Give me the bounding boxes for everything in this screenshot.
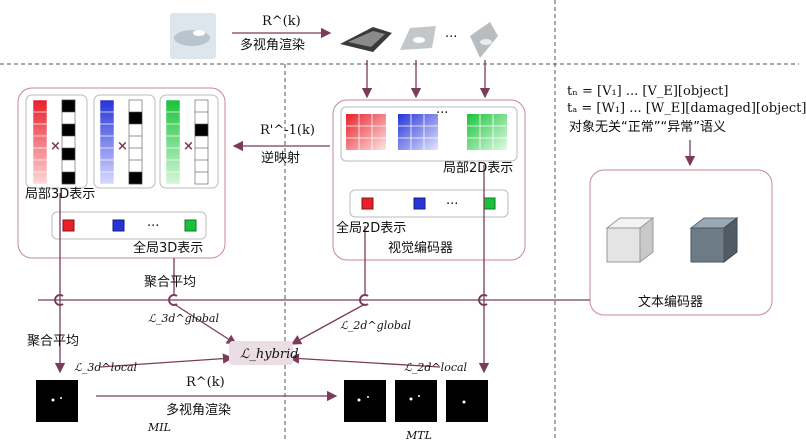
tn-prompt: tₙ = [V₁] ... [V_E][object] xyxy=(567,84,729,99)
mask-column-1 xyxy=(61,99,76,185)
rendered-view-2 xyxy=(400,26,436,50)
hybrid-loss: ℒ_hybrid xyxy=(240,347,299,362)
global2d-label: 全局2D表示 xyxy=(336,221,407,236)
global2d-blue-cube xyxy=(413,197,426,210)
mtl-mask-2 xyxy=(395,380,437,422)
times-op-3: × xyxy=(183,139,194,154)
mask-columns xyxy=(61,99,209,185)
semantic-note: 对象无关“正常”“异常”语义 xyxy=(569,120,726,135)
abnormal-text-cube xyxy=(689,216,739,264)
text-encoder-module xyxy=(589,169,773,316)
blue-feature-column xyxy=(99,99,115,185)
mtl-mask-3 xyxy=(446,380,488,422)
ta-prompt: tₐ = [W₁] ... [W_E][damaged][object] xyxy=(567,101,806,116)
global-2d-cubes xyxy=(361,197,496,210)
global-3d-strip xyxy=(51,211,207,240)
global2d-loss: ℒ_2d^global xyxy=(340,319,411,332)
local-2d-strip xyxy=(340,106,518,162)
global2d-ellipsis: ... xyxy=(446,193,459,208)
render-bottom-label: 多视角渲染 xyxy=(166,403,232,418)
normal-text-cube xyxy=(605,216,655,264)
global2d-red-cube xyxy=(361,197,374,210)
global2d-loss-arrow xyxy=(290,303,366,345)
global3d-ellipsis: ... xyxy=(147,215,160,230)
global2d-green-cube xyxy=(483,197,496,210)
global-3d-cubes xyxy=(62,219,197,232)
point-group-green xyxy=(159,94,219,189)
output-masks xyxy=(36,380,488,422)
green-feature-column xyxy=(165,99,181,185)
times-op-1: × xyxy=(50,139,61,154)
mtl-label: MTL xyxy=(406,429,432,442)
similarity-op-local3d xyxy=(54,294,64,306)
rendered-views xyxy=(340,22,498,58)
point-group-red xyxy=(25,94,88,189)
red-feature-column xyxy=(32,99,48,185)
local2d-green-grid xyxy=(467,114,507,150)
local-3d-module xyxy=(17,87,226,259)
local3d-loss-arrow xyxy=(99,353,234,368)
local2d-label: 局部2D表示 xyxy=(443,161,514,176)
render-top-symbol: R^(k) xyxy=(262,14,301,29)
global3d-loss-arrow xyxy=(173,303,238,345)
mtl-mask-1 xyxy=(344,380,386,422)
global3d-blue-cube xyxy=(112,219,125,232)
point-group-blue xyxy=(93,94,156,189)
text-encoder-label: 文本编码器 xyxy=(638,295,704,310)
mask-column-2 xyxy=(128,99,143,185)
global-2d-strip xyxy=(349,189,509,218)
hybrid-loss-box xyxy=(229,341,293,365)
global3d-label: 全局3D表示 xyxy=(133,241,204,256)
similarity-op-global2d xyxy=(359,294,369,306)
local3d-loss: ℒ_3d^local xyxy=(74,361,138,374)
source-object-image xyxy=(170,13,216,59)
local-2d-module xyxy=(332,99,526,261)
local2d-loss: ℒ_2d^local xyxy=(404,361,468,374)
agg-avg-top: 聚合平均 xyxy=(144,275,197,290)
local2d-loss-arrow xyxy=(288,353,441,368)
render-bottom-symbol: R^(k) xyxy=(186,375,225,390)
render-top-label: 多视角渲染 xyxy=(240,38,306,53)
mil-mask xyxy=(36,380,78,422)
local2d-red-grid xyxy=(346,114,386,150)
global3d-red-cube xyxy=(62,219,75,232)
rendered-view-3 xyxy=(470,22,498,58)
times-op-2: × xyxy=(117,139,128,154)
feature-columns xyxy=(32,99,181,185)
local-2d-grids xyxy=(346,114,507,150)
global3d-loss: ℒ_3d^global xyxy=(148,312,219,325)
views-ellipsis: ... xyxy=(445,26,458,41)
mil-label: MIL xyxy=(148,421,171,434)
inverse-symbol: R'^-1(k) xyxy=(260,123,315,138)
visual-encoder-label: 视觉编码器 xyxy=(388,241,454,256)
similarity-op-local2d xyxy=(478,294,488,306)
local3d-label: 局部3D表示 xyxy=(25,187,96,202)
local2d-ellipsis: ... xyxy=(436,102,449,117)
agg-avg-left: 聚合平均 xyxy=(27,334,80,349)
global3d-green-cube xyxy=(184,219,197,232)
inverse-label: 逆映射 xyxy=(261,151,301,166)
local2d-blue-grid xyxy=(398,114,438,150)
mask-column-3 xyxy=(194,99,209,185)
rendered-view-1 xyxy=(340,27,392,52)
